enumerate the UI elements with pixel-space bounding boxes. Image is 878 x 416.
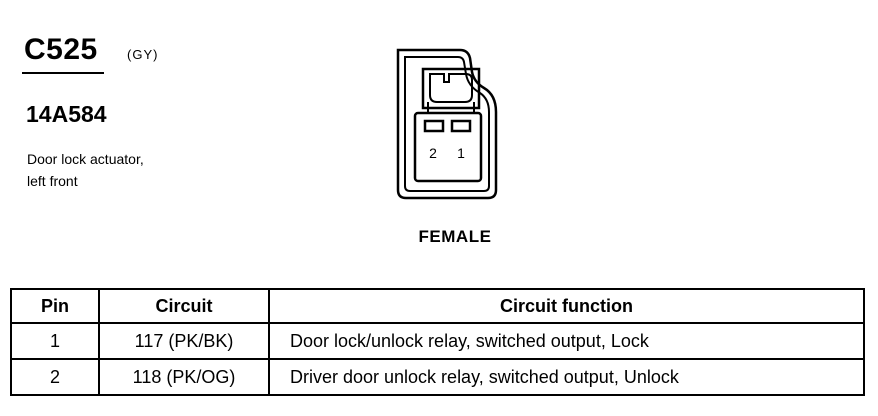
housing-outer-outline	[396, 48, 498, 200]
cell-pin: 1	[10, 322, 100, 360]
cell-circuit-function: Driver door unlock relay, switched outpu…	[268, 358, 865, 396]
pin-circuit-table: Pin Circuit Circuit function 1 117 (PK/B…	[10, 288, 865, 396]
connector-description: Door lock actuator, left front	[27, 148, 144, 192]
cell-circuit: 118 (PK/OG)	[98, 358, 270, 396]
connector-gender-label: FEMALE	[418, 227, 492, 246]
latch-outline	[421, 67, 481, 110]
table-header-row: Pin Circuit Circuit function	[10, 288, 865, 324]
connector-id-underline	[22, 72, 104, 74]
part-number: 14A584	[26, 101, 107, 127]
pin-label-1: 1	[457, 145, 465, 161]
header-circuit-function: Circuit function	[268, 288, 865, 324]
latch-tab-lower	[427, 102, 475, 113]
connector-id: C525	[24, 33, 98, 66]
cell-circuit: 117 (PK/BK)	[98, 322, 270, 360]
table-row: 1 117 (PK/BK) Door lock/unlock relay, sw…	[10, 322, 865, 360]
terminal-face	[413, 111, 483, 183]
table-row: 2 118 (PK/OG) Driver door unlock relay, …	[10, 358, 865, 396]
terminal-cavity-1	[450, 119, 472, 133]
description-line-2: left front	[27, 173, 78, 189]
latch-tab	[429, 73, 473, 103]
housing-inner-outline	[404, 56, 490, 192]
cell-circuit-function: Door lock/unlock relay, switched output,…	[268, 322, 865, 360]
description-line-1: Door lock actuator,	[27, 151, 144, 167]
header-circuit: Circuit	[98, 288, 270, 324]
pin-label-2: 2	[429, 145, 437, 161]
terminal-cavity-2	[423, 119, 445, 133]
cell-pin: 2	[10, 358, 100, 396]
connector-face-drawing: 2 1	[396, 48, 498, 200]
connector-color-code: (GY)	[127, 47, 159, 62]
header-pin: Pin	[10, 288, 100, 324]
